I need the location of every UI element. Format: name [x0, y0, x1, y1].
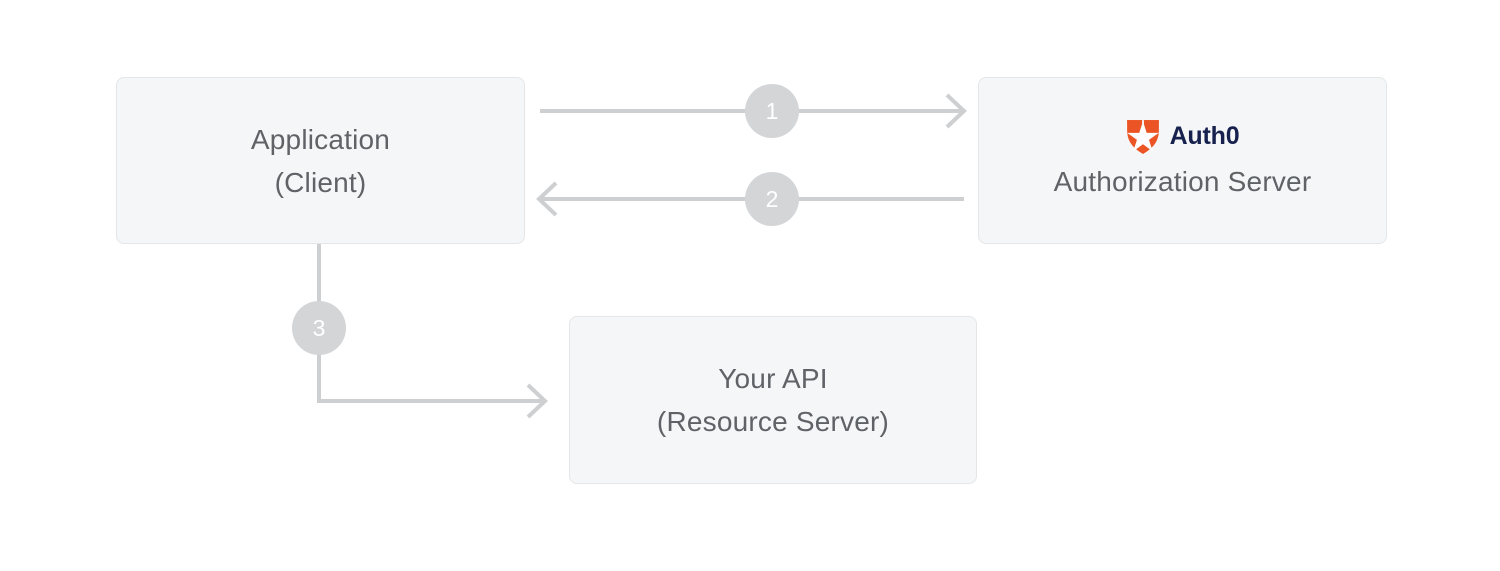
connector-step-2-arrowhead	[536, 181, 558, 217]
auth0-shield-star-icon	[1126, 118, 1160, 154]
connector-step-3-line	[317, 244, 545, 403]
step-badge-3: 3	[292, 301, 346, 355]
node-application-subtitle: (Client)	[274, 166, 367, 198]
step-badge-2: 2	[745, 172, 799, 226]
connector-step-3	[317, 244, 548, 419]
auth0-brand-lockup: Auth0	[1126, 118, 1240, 154]
auth0-wordmark: Auth0	[1169, 121, 1240, 150]
node-application-title: Application	[250, 123, 391, 155]
node-your-api-subtitle: (Resource Server)	[656, 406, 890, 437]
node-application[interactable]: Application (Client)	[116, 77, 525, 244]
connector-step-1-arrowhead	[945, 93, 967, 129]
node-your-api-title: Your API	[718, 363, 828, 394]
connector-step-3-arrowhead	[526, 383, 548, 419]
node-authorization-server-title: Authorization Server	[1053, 166, 1312, 197]
step-badge-1: 1	[745, 84, 799, 138]
node-your-api[interactable]: Your API (Resource Server)	[569, 316, 977, 484]
node-authorization-server[interactable]: Auth0 Authorization Server	[978, 77, 1387, 244]
